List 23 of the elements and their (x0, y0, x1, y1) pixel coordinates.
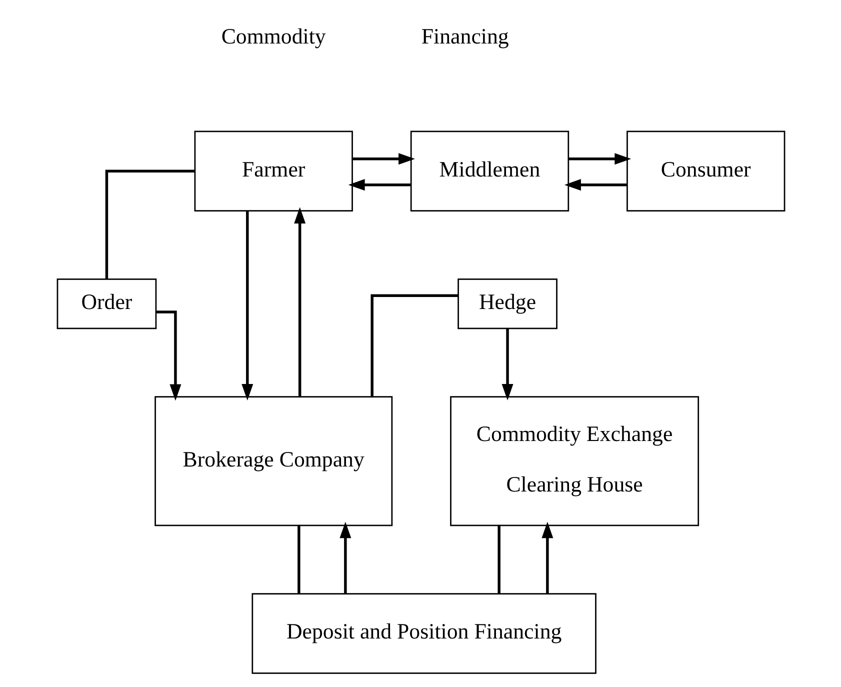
node-box: Consumer (626, 130, 785, 212)
arrow (241, 210, 253, 400)
connector (497, 526, 500, 594)
connector (104, 170, 194, 279)
arrow (348, 179, 410, 191)
node-box: Farmer (194, 130, 352, 212)
arrow (501, 328, 513, 400)
connector (370, 294, 458, 397)
arrow (294, 207, 306, 397)
arrow (564, 179, 626, 191)
arrow (541, 522, 553, 594)
node-box: Commodity Exchange Clearing House (450, 396, 699, 526)
arrow (568, 153, 631, 165)
node-box: Deposit and Position Financing (251, 593, 596, 674)
connector (297, 526, 300, 594)
node-box: Order (56, 278, 156, 330)
label: Financing (420, 24, 508, 49)
node-box: Middlemen (410, 130, 569, 212)
arrow (339, 522, 351, 594)
label: Commodity (220, 24, 326, 49)
node-box: Hedge (457, 278, 557, 330)
node-box: Brokerage Company (154, 396, 392, 526)
arrow (352, 153, 414, 165)
